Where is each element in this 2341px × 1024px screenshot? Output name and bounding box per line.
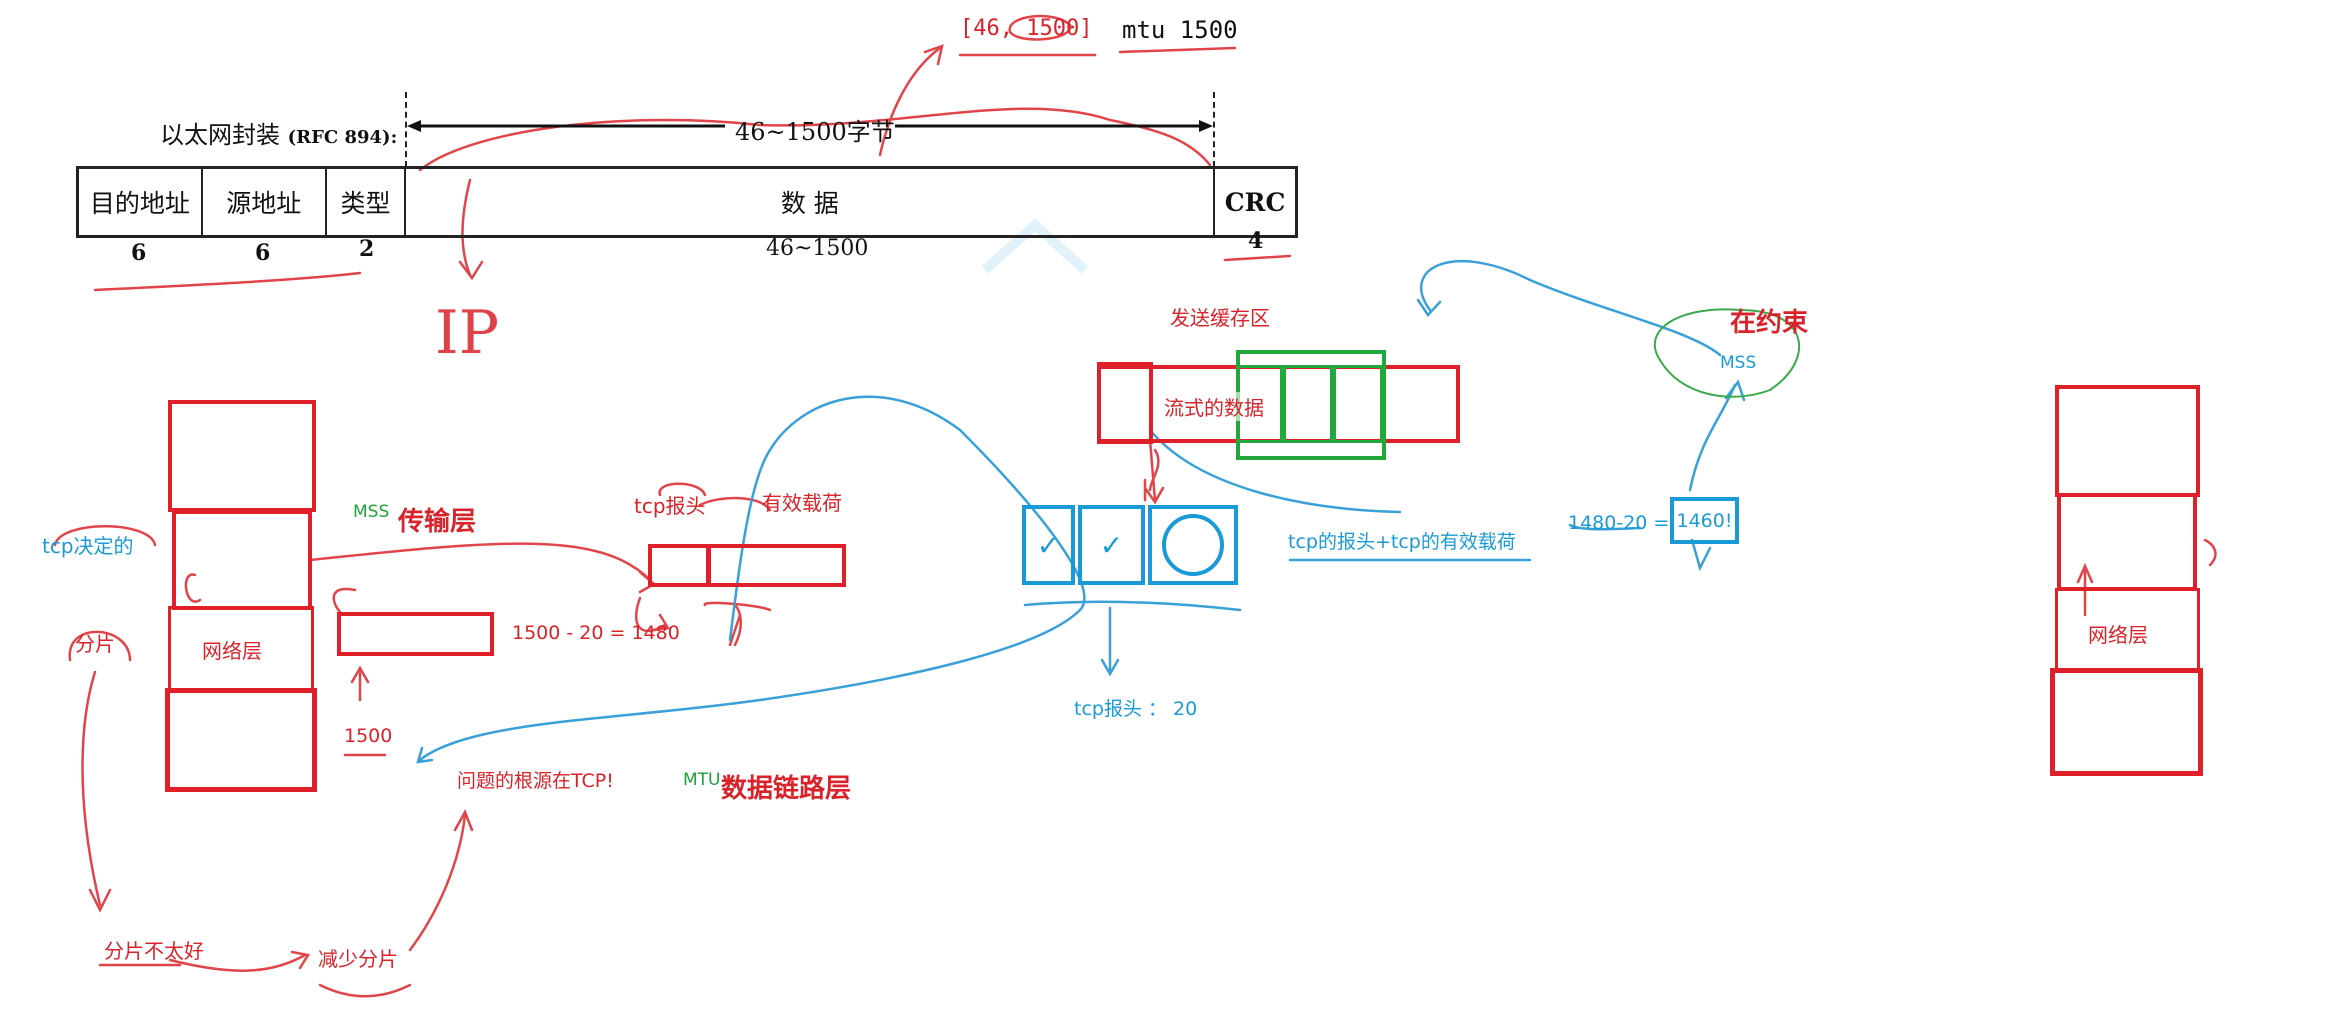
right-stack-transport (2057, 493, 2197, 591)
field-type: 类型 (327, 169, 407, 235)
mtu-left: MTU (683, 770, 721, 790)
window-cell-3 (1333, 365, 1383, 443)
network-layer-label-right: 网络层 (2088, 623, 2148, 647)
root-cause-label: 问题的根源在TCP! (457, 770, 614, 792)
range-note: [46, 1500] (960, 16, 1093, 41)
send-buffer-label: 发送缓存区 (1170, 306, 1270, 330)
calc-1480: 1500 - 20 = 1480 (512, 622, 680, 644)
left-stack-app (168, 400, 316, 512)
mss-left: MSS (353, 502, 390, 522)
stream-data-label: 流式的数据 (1164, 392, 1264, 421)
value-1500: 1500 (344, 725, 393, 747)
size-type: 2 (359, 236, 375, 262)
ethernet-frame: 目的地址 源地址 类型 数 据 CRC (76, 166, 1298, 238)
mtu-note: mtu 1500 (1122, 16, 1238, 44)
reduce-fragment-label: 减少分片 (318, 947, 398, 971)
tcp-header-box (648, 544, 710, 587)
stream-first-segment (1097, 362, 1153, 444)
field-src-addr: 源地址 (203, 169, 327, 235)
left-stack-link (165, 688, 317, 792)
fragment-label: 分片 (75, 632, 115, 656)
right-stack-app (2055, 385, 2200, 497)
ethernet-rfc: (RFC 894): (287, 127, 398, 148)
field-crc: CRC (1224, 187, 1286, 217)
segment-box-1: ✓ (1022, 505, 1075, 585)
ethernet-caption-text: 以太网封装 (160, 121, 280, 149)
span-label: 46~1500字节 (735, 118, 895, 146)
tcp-header-label: tcp报头 (634, 494, 706, 518)
field-dest-addr: 目的地址 (79, 169, 203, 235)
payload-label: 有效载荷 (762, 491, 842, 515)
size-data: 46~1500 (766, 236, 869, 261)
transport-layer-label: 传输层 (398, 507, 477, 537)
ethernet-caption: 以太网封装 (RFC 894): (160, 115, 397, 150)
field-data: 数 据 (406, 169, 1216, 235)
network-layer-label-left: 网络层 (202, 639, 262, 663)
span-dashed-left (405, 92, 407, 167)
size-src: 6 (255, 240, 271, 266)
left-stack-transport (172, 510, 312, 610)
fragment-bad-label: 分片不太好 (104, 939, 204, 963)
check-icon: ✓ (1099, 528, 1124, 562)
value-1460: 1460! (1676, 509, 1733, 532)
segment-box-2: ✓ (1078, 505, 1145, 585)
calc-1480-20: 1480-20 = (1568, 512, 1670, 534)
window-cell-2 (1283, 365, 1333, 443)
span-dashed-right (1213, 92, 1215, 167)
circle-icon (1162, 514, 1224, 576)
size-dest: 6 (131, 240, 147, 266)
payload-box (707, 544, 846, 587)
ip-scribble: IP (435, 298, 500, 368)
mss-right: MSS (1720, 353, 1757, 373)
ip-packet-box (337, 612, 494, 656)
segment-box-3 (1148, 505, 1238, 585)
constraint-label: 在约束 (1730, 308, 1809, 338)
tcp-header-20-label: tcp报头 ： 20 (1074, 698, 1198, 720)
span-arrow (407, 120, 1213, 132)
datalink-layer-label: 数据链路层 (721, 774, 852, 804)
tcp-formula-label: tcp的报头+tcp的有效载荷 (1288, 531, 1516, 553)
right-stack-link (2050, 668, 2203, 776)
size-crc: 4 (1248, 228, 1264, 254)
value-1460-box: 1460! (1670, 497, 1739, 544)
check-icon: ✓ (1036, 528, 1061, 562)
tcp-decided-label: tcp决定的 (42, 534, 134, 558)
